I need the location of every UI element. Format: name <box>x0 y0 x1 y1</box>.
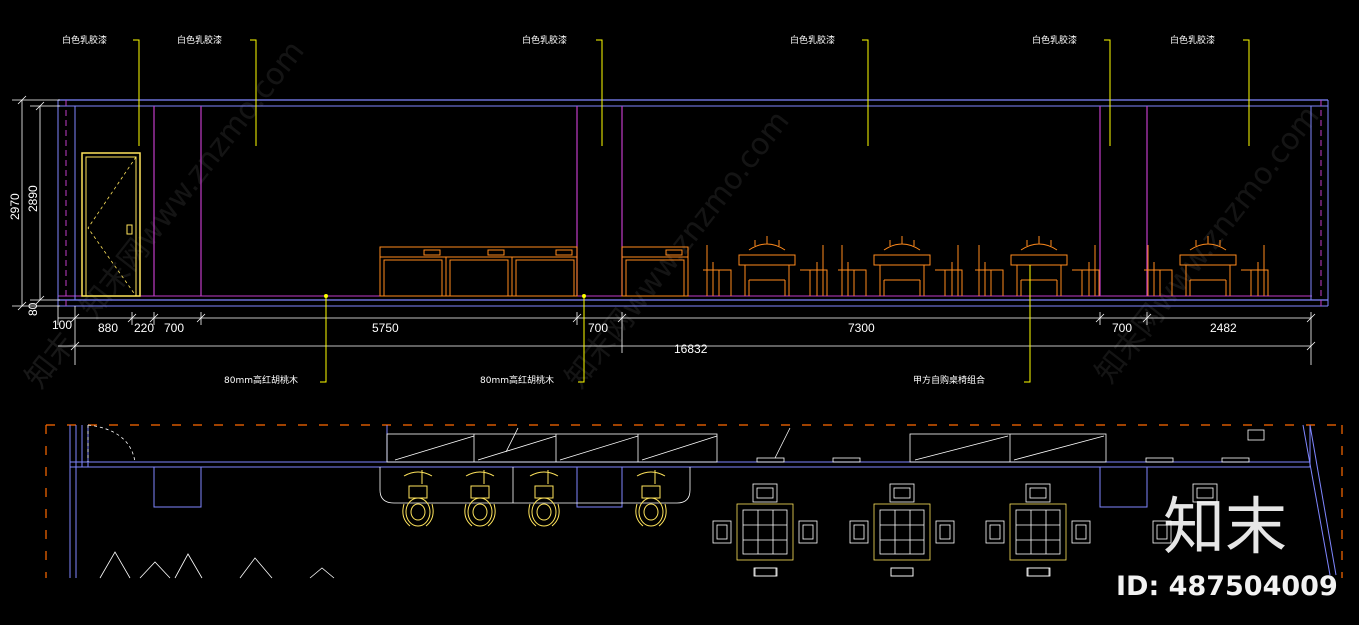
dimension-label: 5750 <box>372 321 399 335</box>
material-note: 80mm高红胡桃木 <box>224 374 298 386</box>
elevation-view: 白色乳胶漆 白色乳胶漆 白色乳胶漆 白色乳胶漆 白色乳胶漆 白色乳胶漆 2970… <box>8 34 1329 386</box>
bottom-notes: 80mm高红胡桃木 80mm高红胡桃木 甲方自购桌椅组合 <box>224 374 985 386</box>
bottom-note-leaders <box>320 265 1031 383</box>
dimension-label: 220 <box>134 321 154 335</box>
finish-note: 白色乳胶漆 <box>1170 34 1215 46</box>
watermark-logo: 知末 <box>1163 490 1287 563</box>
dimension-labels: 100 880 220 700 5750 700 7300 700 2482 1… <box>52 318 1237 356</box>
watermark-id: ID: 487504009 <box>1116 571 1338 602</box>
watermark-url: 知末网www.znzmo.com <box>74 34 312 325</box>
horizontal-dimensions <box>57 306 1316 365</box>
vertical-dimensions <box>12 95 60 311</box>
desk-elevation <box>379 246 689 297</box>
dimension-label: 80 <box>26 302 40 316</box>
finish-note: 白色乳胶漆 <box>177 34 222 46</box>
finish-note: 白色乳胶漆 <box>790 34 835 46</box>
dimension-label: 2970 <box>8 193 22 220</box>
dimension-label: 700 <box>1112 321 1132 335</box>
material-note: 甲方自购桌椅组合 <box>913 374 985 386</box>
watermark-foreground: 知末 知末 ID: 487504009 <box>19 326 1338 602</box>
dimension-label: 7300 <box>848 321 875 335</box>
material-note: 80mm高红胡桃木 <box>480 374 554 386</box>
finish-note: 白色乳胶漆 <box>62 34 107 46</box>
door-elevation <box>81 152 141 297</box>
finish-note: 白色乳胶漆 <box>1032 34 1077 46</box>
tea-set-elevation <box>703 236 1269 296</box>
dimension-label: 2482 <box>1210 321 1237 335</box>
total-dimension-label: 16832 <box>674 342 708 356</box>
top-notes: 白色乳胶漆 白色乳胶漆 白色乳胶漆 白色乳胶漆 白色乳胶漆 白色乳胶漆 <box>62 34 1215 46</box>
finish-note: 白色乳胶漆 <box>522 34 567 46</box>
office-chairs-plan <box>402 470 667 527</box>
dimension-label: 700 <box>164 321 184 335</box>
dimension-label: 2890 <box>26 185 40 212</box>
top-note-leaders <box>133 39 1250 146</box>
dimension-label: 100 <box>52 318 72 332</box>
plan-view <box>45 424 1343 579</box>
dimension-label: 700 <box>588 321 608 335</box>
dimension-label: 880 <box>98 321 118 335</box>
watermark-text: 知末 <box>19 326 84 395</box>
tea-tables-plan <box>712 483 1218 577</box>
watermark-layer: 知末网www.znzmo.com 知末网www.znzmo.com 知末网www… <box>74 34 1327 395</box>
